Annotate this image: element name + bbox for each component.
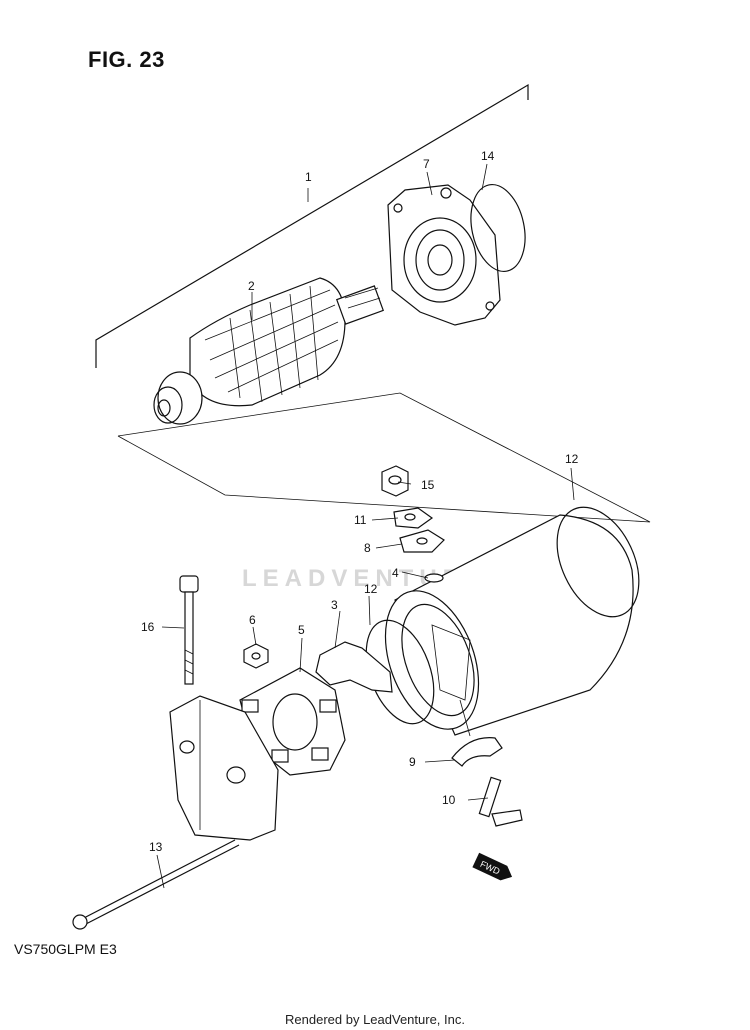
yoke-bracket-outline bbox=[117, 392, 651, 523]
terminal-bolt-10-part bbox=[478, 776, 523, 827]
nut-part bbox=[243, 643, 269, 669]
bolt-16-part bbox=[179, 575, 199, 685]
label-part-13: 13 bbox=[149, 840, 163, 854]
label-part-7: 7 bbox=[423, 157, 430, 171]
label-part-8: 8 bbox=[364, 541, 371, 555]
o-ring-12-upper-part bbox=[556, 506, 640, 618]
label-part-12-lower: 12 bbox=[364, 582, 378, 596]
label-part-5: 5 bbox=[298, 623, 305, 637]
front-housing-part bbox=[387, 184, 501, 326]
o-ring-14-part bbox=[470, 184, 526, 272]
yoke-housing-part bbox=[384, 514, 634, 736]
hardware-stack bbox=[381, 465, 445, 583]
armature-part bbox=[153, 277, 385, 425]
label-part-1: 1 bbox=[305, 170, 312, 184]
label-part-9: 9 bbox=[409, 755, 416, 769]
label-part-14: 14 bbox=[481, 149, 495, 163]
label-part-11: 11 bbox=[354, 513, 367, 527]
label-part-6: 6 bbox=[249, 613, 256, 627]
leader-lines bbox=[156, 163, 575, 889]
label-part-4: 4 bbox=[392, 566, 399, 580]
label-part-10: 10 bbox=[442, 793, 456, 807]
render-credit: Rendered by LeadVenture, Inc. bbox=[285, 1012, 465, 1027]
figure-title: FIG. 23 bbox=[88, 47, 165, 72]
terminal-9-part bbox=[451, 737, 503, 767]
assembly-bracket-1 bbox=[95, 83, 529, 368]
brush-holder-plate-part bbox=[315, 641, 393, 693]
label-part-2: 2 bbox=[248, 279, 255, 293]
label-part-3: 3 bbox=[331, 598, 338, 612]
label-part-16: 16 bbox=[141, 620, 155, 634]
label-part-12-upper: 12 bbox=[565, 452, 579, 466]
model-code: VS750GLPM E3 bbox=[14, 941, 117, 957]
through-bolt-13-part bbox=[72, 839, 240, 930]
fwd-arrow-badge: FWD bbox=[472, 852, 513, 881]
rear-housing-part bbox=[169, 695, 279, 841]
label-part-15: 15 bbox=[421, 478, 435, 492]
